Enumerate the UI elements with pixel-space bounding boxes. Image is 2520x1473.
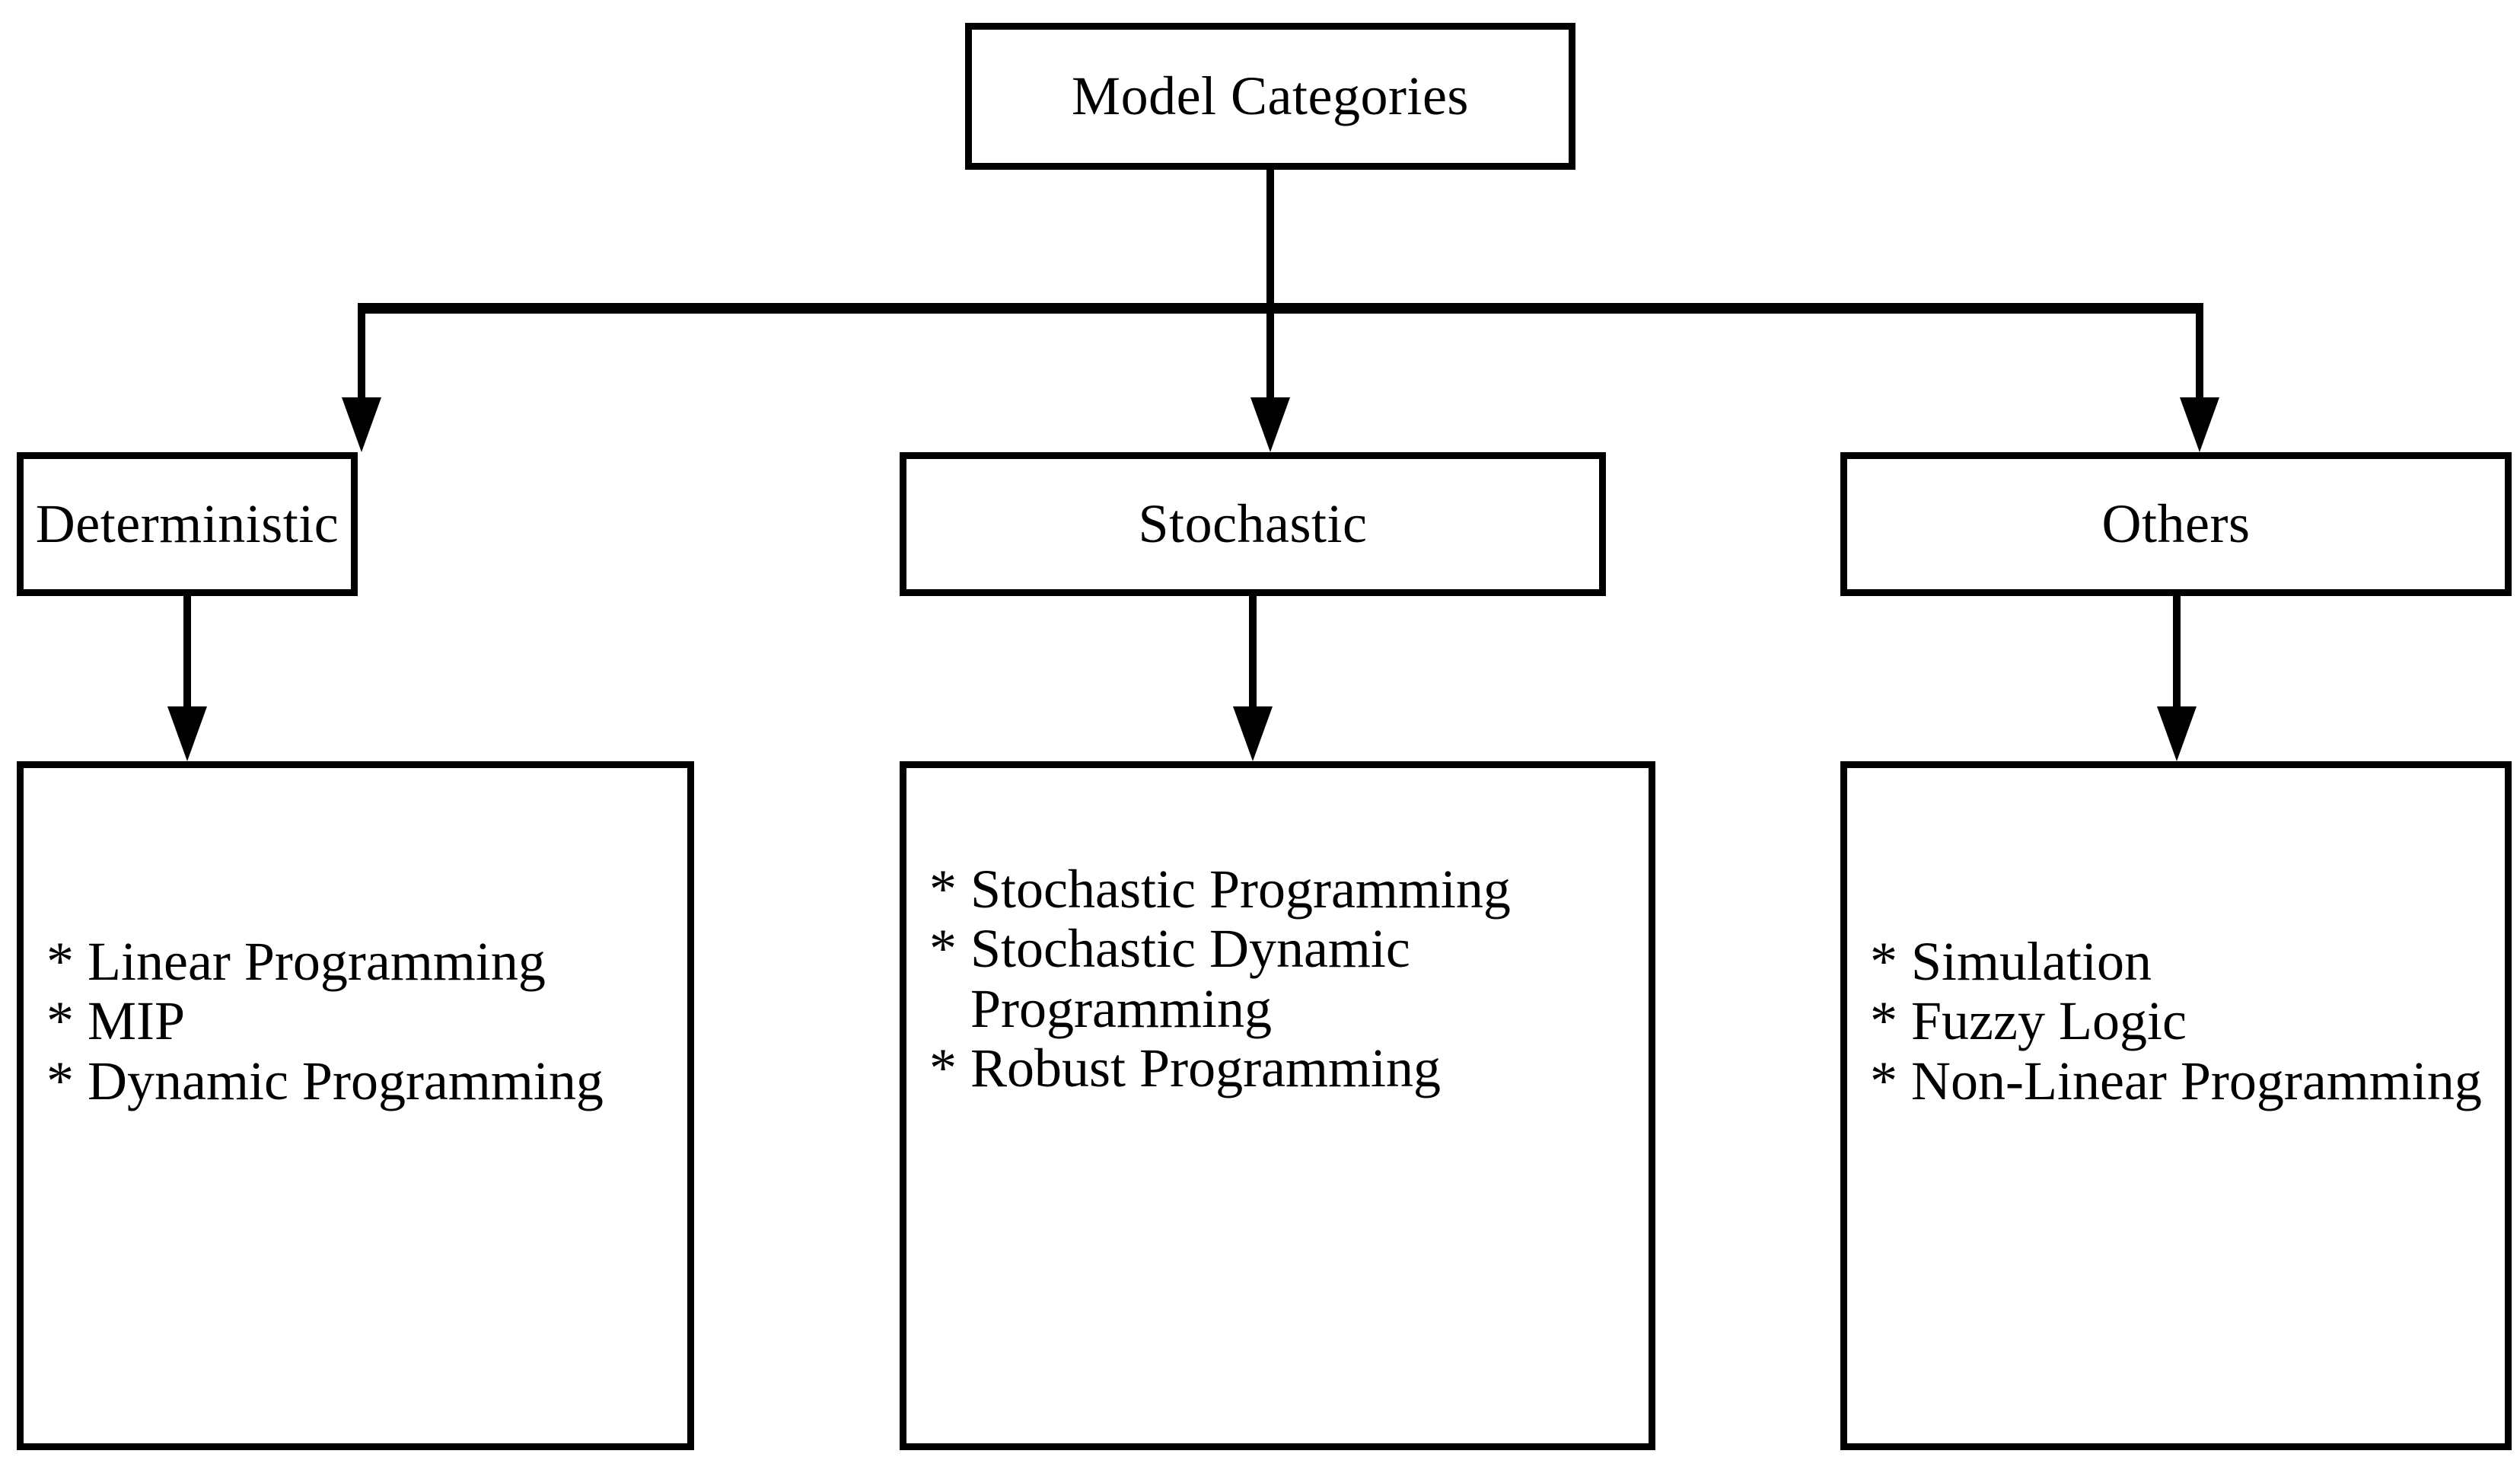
connector-drop-others-list [2173, 596, 2181, 707]
leaf-box-stochastic[interactable]: * Stochastic Programming * Stochastic Dy… [900, 761, 1655, 1450]
bullet-icon: * [1870, 931, 1897, 992]
list-item[interactable]: * Simulation [1870, 931, 2494, 992]
arrowhead-stochastic [1250, 397, 1290, 452]
list-item[interactable]: * Linear Programming [46, 931, 677, 992]
leaf-list-deterministic: * Linear Programming * MIP * Dynamic Pro… [46, 932, 677, 1111]
node-deterministic[interactable]: Deterministic [17, 452, 358, 596]
list-item-label: Stochastic Programming [970, 859, 1511, 920]
list-item[interactable]: * Robust Programming [929, 1038, 1638, 1098]
list-item[interactable]: * Stochastic Dynamic Programming [929, 919, 1638, 1038]
connector-distribution-bar [358, 303, 2203, 314]
node-others[interactable]: Others [1840, 452, 2512, 596]
leaf-box-deterministic[interactable]: * Linear Programming * MIP * Dynamic Pro… [17, 761, 694, 1450]
list-item-label: Simulation [1911, 931, 2152, 992]
bullet-icon: * [46, 1050, 74, 1111]
bullet-icon: * [929, 918, 957, 980]
list-item[interactable]: * Fuzzy Logic [1870, 991, 2494, 1051]
arrowhead-deterministic [342, 397, 381, 452]
arrowhead-deterministic-list [167, 706, 207, 761]
connector-drop-stochastic [1266, 303, 1274, 399]
list-item[interactable]: * MIP [46, 991, 677, 1051]
arrowhead-stochastic-list [1233, 706, 1273, 761]
bullet-icon: * [929, 859, 957, 920]
connector-drop-stochastic-list [1249, 596, 1257, 707]
bullet-icon: * [46, 931, 74, 992]
bullet-icon: * [1870, 990, 1897, 1052]
node-stochastic[interactable]: Stochastic [900, 452, 1606, 596]
list-item-label: MIP [88, 990, 186, 1052]
node-label-others: Others [2101, 493, 2251, 554]
node-label-stochastic: Stochastic [1138, 493, 1368, 554]
list-item-label: Stochastic Dynamic Programming [970, 918, 1410, 1039]
connector-drop-others [2196, 303, 2203, 399]
list-item[interactable]: * Stochastic Programming [929, 859, 1638, 920]
node-model-categories[interactable]: Model Categories [965, 23, 1575, 170]
list-item-label: Dynamic Programming [88, 1050, 604, 1111]
leaf-box-others[interactable]: * Simulation * Fuzzy Logic * Non-Linear … [1840, 761, 2512, 1450]
connector-drop-deterministic [358, 303, 365, 399]
arrowhead-others-list [2157, 706, 2197, 761]
list-item[interactable]: * Dynamic Programming [46, 1051, 677, 1111]
bullet-icon: * [929, 1038, 957, 1099]
bullet-icon: * [46, 990, 74, 1052]
list-item-label: Non-Linear Programming [1911, 1050, 2482, 1111]
list-item-label: Robust Programming [970, 1038, 1442, 1099]
list-item-label: Fuzzy Logic [1911, 990, 2187, 1052]
list-item[interactable]: * Non-Linear Programming [1870, 1051, 2494, 1111]
node-label-root: Model Categories [1072, 65, 1469, 126]
leaf-list-stochastic: * Stochastic Programming * Stochastic Dy… [929, 859, 1638, 1098]
connector-drop-deterministic-list [183, 596, 191, 707]
arrowhead-others [2180, 397, 2219, 452]
connector-root-stem [1266, 170, 1274, 314]
list-item-label: Linear Programming [88, 931, 546, 992]
node-label-deterministic: Deterministic [35, 493, 339, 554]
bullet-icon: * [1870, 1050, 1897, 1111]
leaf-list-others: * Simulation * Fuzzy Logic * Non-Linear … [1870, 932, 2494, 1111]
